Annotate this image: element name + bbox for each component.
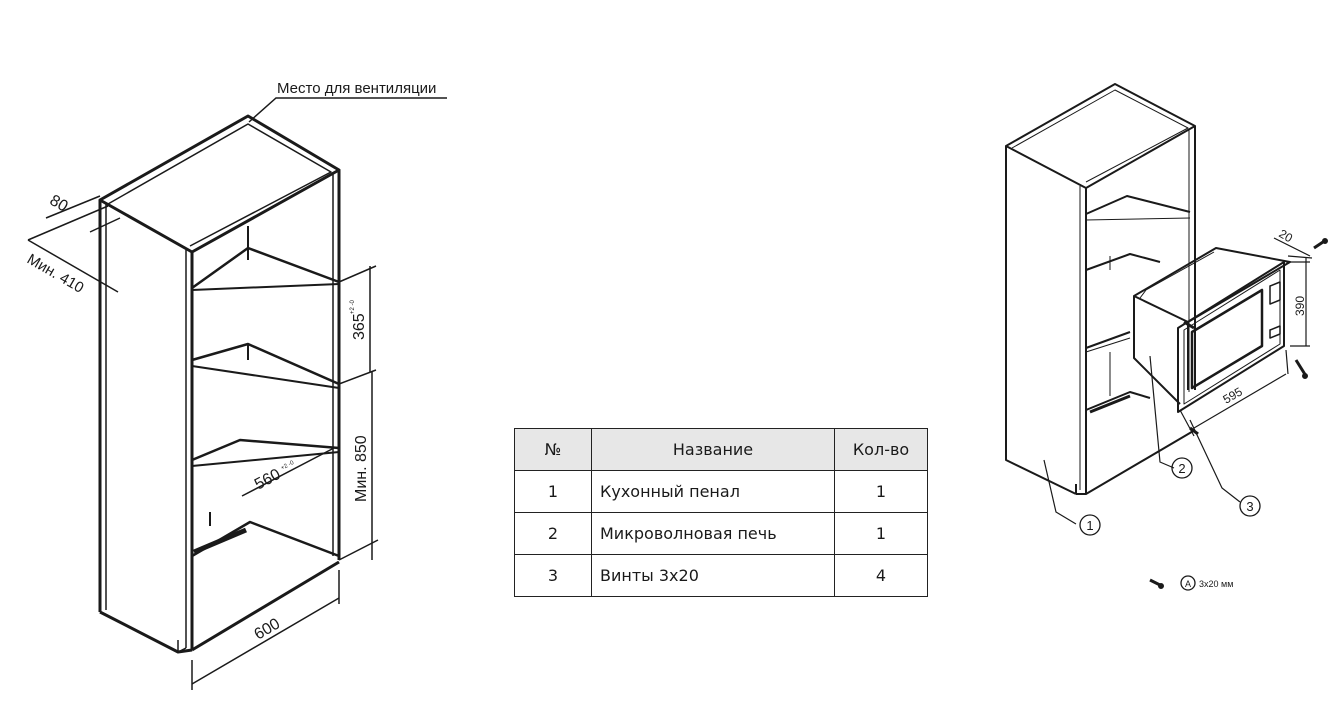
screw-marker: A <box>1185 579 1191 589</box>
dim-width-right: 595 <box>1221 384 1246 406</box>
row-num: 3 <box>514 554 592 597</box>
dim-min-height: Мин. 850 <box>353 435 370 502</box>
row-qty: 1 <box>834 470 928 513</box>
callout-circle-2 <box>1171 457 1193 479</box>
dim-depth-min: Мин. 410 <box>24 251 87 297</box>
table-row: 3 Винты 3x20 4 <box>514 554 928 597</box>
callouts <box>1079 457 1261 591</box>
dim-depth-top: 80 <box>47 192 71 216</box>
callout-circle-3 <box>1239 495 1261 517</box>
parts-table: № Название Кол-во 1 Кухонный пенал 1 2 М… <box>514 428 928 597</box>
dim-height: 390 <box>1293 296 1307 316</box>
parts-table-header: № Название Кол-во <box>514 428 928 471</box>
left-cabinet <box>98 114 341 654</box>
callout-1: 1 <box>1086 518 1093 533</box>
header-num: № <box>514 428 592 471</box>
left-dimension-text: Место для вентиляции 80 Мин. 410 365 +2 … <box>24 80 436 643</box>
screw-marker-circle <box>1180 575 1196 591</box>
microwave <box>1133 247 1291 413</box>
callout-2: 2 <box>1178 461 1185 476</box>
right-cabinet <box>1005 83 1196 495</box>
header-name: Название <box>591 428 835 471</box>
row-num: 1 <box>514 470 592 513</box>
header-qty: Кол-во <box>834 428 928 471</box>
dim-upper-tol: +2 -0 <box>350 299 356 314</box>
right-dimension-text: 20 390 595 1 2 3 A 3x20 мм <box>1086 226 1307 589</box>
right-dimension-lines <box>1043 237 1313 525</box>
screw-label: 3x20 мм <box>1199 579 1233 589</box>
row-name: Микроволновая печь <box>591 512 835 555</box>
callout-circle-1 <box>1079 514 1101 536</box>
ventilation-label: Место для вентиляции <box>277 80 436 97</box>
row-qty: 4 <box>834 554 928 597</box>
row-qty: 1 <box>834 512 928 555</box>
table-row: 1 Кухонный пенал 1 <box>514 470 928 513</box>
row-name: Винты 3x20 <box>591 554 835 597</box>
screws <box>1149 238 1328 589</box>
table-row: 2 Микроволновая печь 1 <box>514 512 928 555</box>
left-dimension-lines <box>27 97 447 690</box>
callout-3: 3 <box>1246 499 1253 514</box>
dim-niche-height: 560 <box>252 466 284 494</box>
dim-upper-height: 365 <box>351 313 368 340</box>
dim-front-depth: 20 <box>1277 226 1296 245</box>
row-num: 2 <box>514 512 592 555</box>
row-name: Кухонный пенал <box>591 470 835 513</box>
